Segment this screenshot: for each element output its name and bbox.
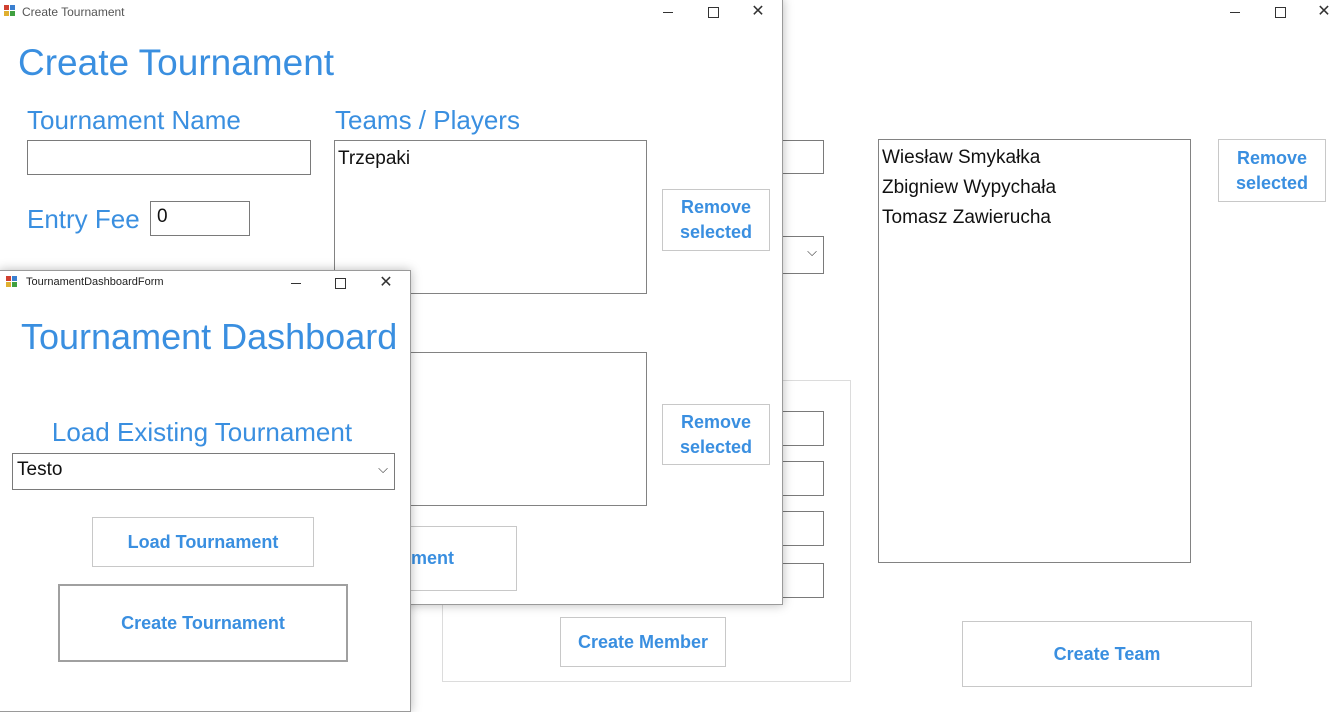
load-existing-label: Load Existing Tournament: [51, 417, 353, 447]
minimize-icon: [663, 11, 673, 13]
close-icon: ✕: [1317, 3, 1331, 20]
entry-fee-label: Entry Fee: [27, 204, 140, 234]
minimize-button[interactable]: [646, 0, 690, 24]
list-item[interactable]: Wiesław Smykałka: [882, 147, 1041, 168]
maximize-icon: [334, 277, 346, 289]
list-item[interactable]: Trzepaki: [338, 148, 411, 169]
tournament-dashboard-window: TournamentDashboardForm ✕ Tournament Das…: [0, 270, 411, 712]
maximize-button[interactable]: [318, 271, 362, 295]
minimize-button[interactable]: [1213, 0, 1257, 24]
load-tournament-button[interactable]: Load Tournament: [92, 517, 314, 567]
title-bar: TournamentDashboardForm ✕: [0, 271, 410, 295]
selected-tournament: Testo: [17, 459, 63, 480]
tournament-name-input[interactable]: [27, 140, 311, 175]
close-icon: ✕: [751, 3, 765, 20]
maximize-button[interactable]: [1258, 0, 1302, 24]
app-icon: [4, 5, 16, 17]
team-members-list[interactable]: Wiesław Smykałka Zbigniew Wypychała Toma…: [878, 139, 1191, 563]
close-button[interactable]: ✕: [1302, 0, 1344, 24]
maximize-button[interactable]: [691, 0, 735, 24]
list-item[interactable]: Tomasz Zawierucha: [882, 207, 1051, 228]
tournament-select[interactable]: Testo ⌵: [12, 453, 395, 490]
list-item[interactable]: Zbigniew Wypychała: [882, 177, 1057, 198]
close-icon: ✕: [379, 274, 393, 291]
minimize-icon: [1230, 11, 1240, 13]
minimize-icon: [291, 282, 301, 284]
minimize-button[interactable]: [274, 271, 318, 295]
remove-selected-prizes-button[interactable]: Remove selected: [662, 404, 770, 465]
teams-players-label: Teams / Players: [335, 105, 520, 135]
tournament-name-label: Tournament Name: [27, 105, 241, 135]
window-title: TournamentDashboardForm: [26, 276, 164, 288]
remove-selected-member-button[interactable]: Remove selected: [1218, 139, 1326, 202]
create-tournament-button[interactable]: Create Tournament: [58, 584, 348, 662]
teams-players-list[interactable]: Trzepaki: [334, 140, 647, 294]
chevron-down-icon: ⌵: [378, 461, 388, 476]
page-title: Create Tournament: [18, 42, 335, 83]
window-title: Create Tournament: [22, 5, 125, 19]
title-bar: Create Tournament ✕: [0, 0, 782, 24]
maximize-icon: [707, 6, 719, 18]
create-team-button[interactable]: Create Team: [962, 621, 1252, 687]
maximize-icon: [1274, 6, 1286, 18]
entry-fee-input[interactable]: 0: [150, 201, 250, 236]
app-icon: [6, 276, 18, 288]
close-button[interactable]: ✕: [736, 0, 780, 24]
remove-selected-teams-button[interactable]: Remove selected: [662, 189, 770, 251]
create-member-button[interactable]: Create Member: [560, 617, 726, 667]
close-button[interactable]: ✕: [364, 271, 408, 295]
chevron-down-icon: ⌵: [807, 244, 817, 259]
page-title: Tournament Dashboard: [21, 316, 398, 357]
